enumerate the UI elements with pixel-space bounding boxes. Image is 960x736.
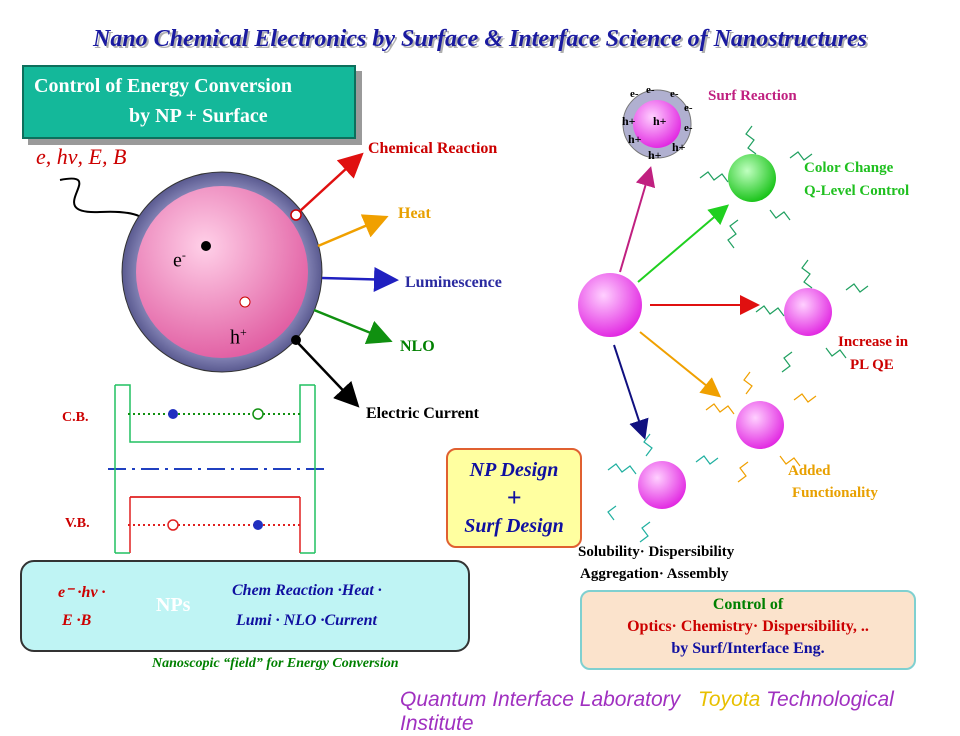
vb-electron (253, 520, 263, 530)
charge-e3: e- (670, 88, 679, 100)
functionality-arrow (639, 331, 722, 398)
nps-arrow-label: NPs (156, 594, 191, 616)
charge-h5: h+ (672, 140, 686, 154)
footer-lab: Quantum Interface Laboratory (400, 688, 681, 711)
control-of-line2: Optics· Chemistry· Dispersibility, .. (627, 618, 869, 635)
np-design-plus: + (506, 483, 522, 512)
energy-conversion-line2: by NP + Surface (129, 105, 268, 127)
footer-institute-a: Toyota (698, 688, 761, 711)
footer: Quantum Interface Laboratory Toyota Tech… (400, 688, 960, 736)
pl-qe-label: PL QE (850, 357, 894, 373)
surface-hole-dot (290, 209, 302, 221)
luminescence-label: Luminescence (405, 274, 502, 291)
page-title: Nano Chemical Electronics by Surface & I… (93, 26, 867, 52)
charge-e2: e- (646, 84, 655, 96)
center-particle (578, 273, 642, 337)
control-of-line3: by Surf/Interface Eng. (671, 640, 825, 657)
vb-label: V.B. (65, 516, 90, 531)
luminescence-arrow (321, 266, 399, 292)
energy-right-line2: Lumi · NLO ·Current (236, 612, 377, 629)
cb-well-inner (120, 390, 310, 448)
vb-hole (167, 519, 179, 531)
charge-e4: e- (684, 102, 693, 114)
energy-conversion-box: Control of Energy Conversion by NP + Sur… (22, 65, 356, 139)
chemical-reaction-arrow (299, 152, 364, 212)
nanoscopic-caption: Nanoscopic “field” for Energy Conversion (152, 656, 399, 671)
electron-label: e- (173, 248, 186, 272)
charge-h3: h+ (628, 132, 642, 146)
increase-in-label: Increase in (838, 334, 909, 350)
electric-current-arrow (297, 342, 360, 408)
solubility-arrow (613, 344, 649, 440)
cb-well (115, 384, 315, 443)
nanoparticle-diagram (59, 89, 869, 636)
hole-dot (239, 296, 251, 308)
np-design-line3: Surf Design (464, 515, 564, 537)
np-design-line1: NP Design (469, 459, 559, 481)
cb-electron (168, 409, 178, 419)
control-of-box: Control of Optics· Chemistry· Dispersibi… (580, 590, 916, 670)
solubility-label: Solubility· Dispersibility (578, 544, 735, 560)
inputs-label: e, hν, E, B (36, 144, 126, 170)
ligand-particle-orange (705, 371, 817, 483)
charge-h4: h+ (648, 148, 662, 162)
incoming-wave (59, 177, 162, 232)
added-label: Added (788, 463, 831, 479)
aggregation-label: Aggregation· Assembly (580, 566, 729, 582)
surf-reaction-core (633, 100, 681, 148)
ligand-particle-blue (607, 433, 719, 543)
ligand-particle-red (755, 259, 869, 373)
charge-h2: h+ (653, 114, 667, 128)
functionality-label: Functionality (792, 485, 878, 501)
energy-conversion-summary (20, 560, 470, 652)
cb-hole (252, 408, 264, 420)
electric-current-label: Electric Current (366, 405, 479, 422)
chemical-reaction-label: Chemical Reaction (368, 140, 498, 157)
surf-reaction-label: Surf Reaction (708, 88, 797, 104)
color-change-arrow (637, 204, 730, 283)
energy-left-line1: e⁻ ·hν · (58, 584, 106, 601)
energy-conversion-line1: Control of Energy Conversion (34, 75, 292, 97)
surf-reaction-arrow (619, 166, 656, 273)
heat-arrow (317, 214, 389, 248)
energy-left-line2: E ·B (62, 612, 92, 629)
surface-electron-dot (291, 335, 301, 345)
energy-right-line1: Chem Reaction ·Heat · (232, 582, 382, 599)
nanoparticle-core (136, 186, 308, 358)
color-change-label: Color Change (804, 160, 894, 176)
nlo-label: NLO (400, 338, 435, 355)
charge-e5: e- (684, 122, 693, 134)
charge-h1: h+ (622, 114, 636, 128)
control-of-line1: Control of (712, 596, 784, 613)
cb-label: C.B. (62, 410, 89, 425)
q-level-label: Q-Level Control (804, 183, 910, 199)
heat-label: Heat (398, 205, 431, 222)
inputs-label-text: e, hν, E, B (36, 144, 127, 169)
hole-label: h+ (230, 325, 247, 349)
charge-e1: e- (630, 88, 639, 100)
electron-dot (201, 241, 211, 251)
nlo-arrow (313, 308, 393, 345)
np-design-box: NP Design + Surf Design (446, 448, 582, 548)
ligand-particle-green (699, 125, 813, 249)
